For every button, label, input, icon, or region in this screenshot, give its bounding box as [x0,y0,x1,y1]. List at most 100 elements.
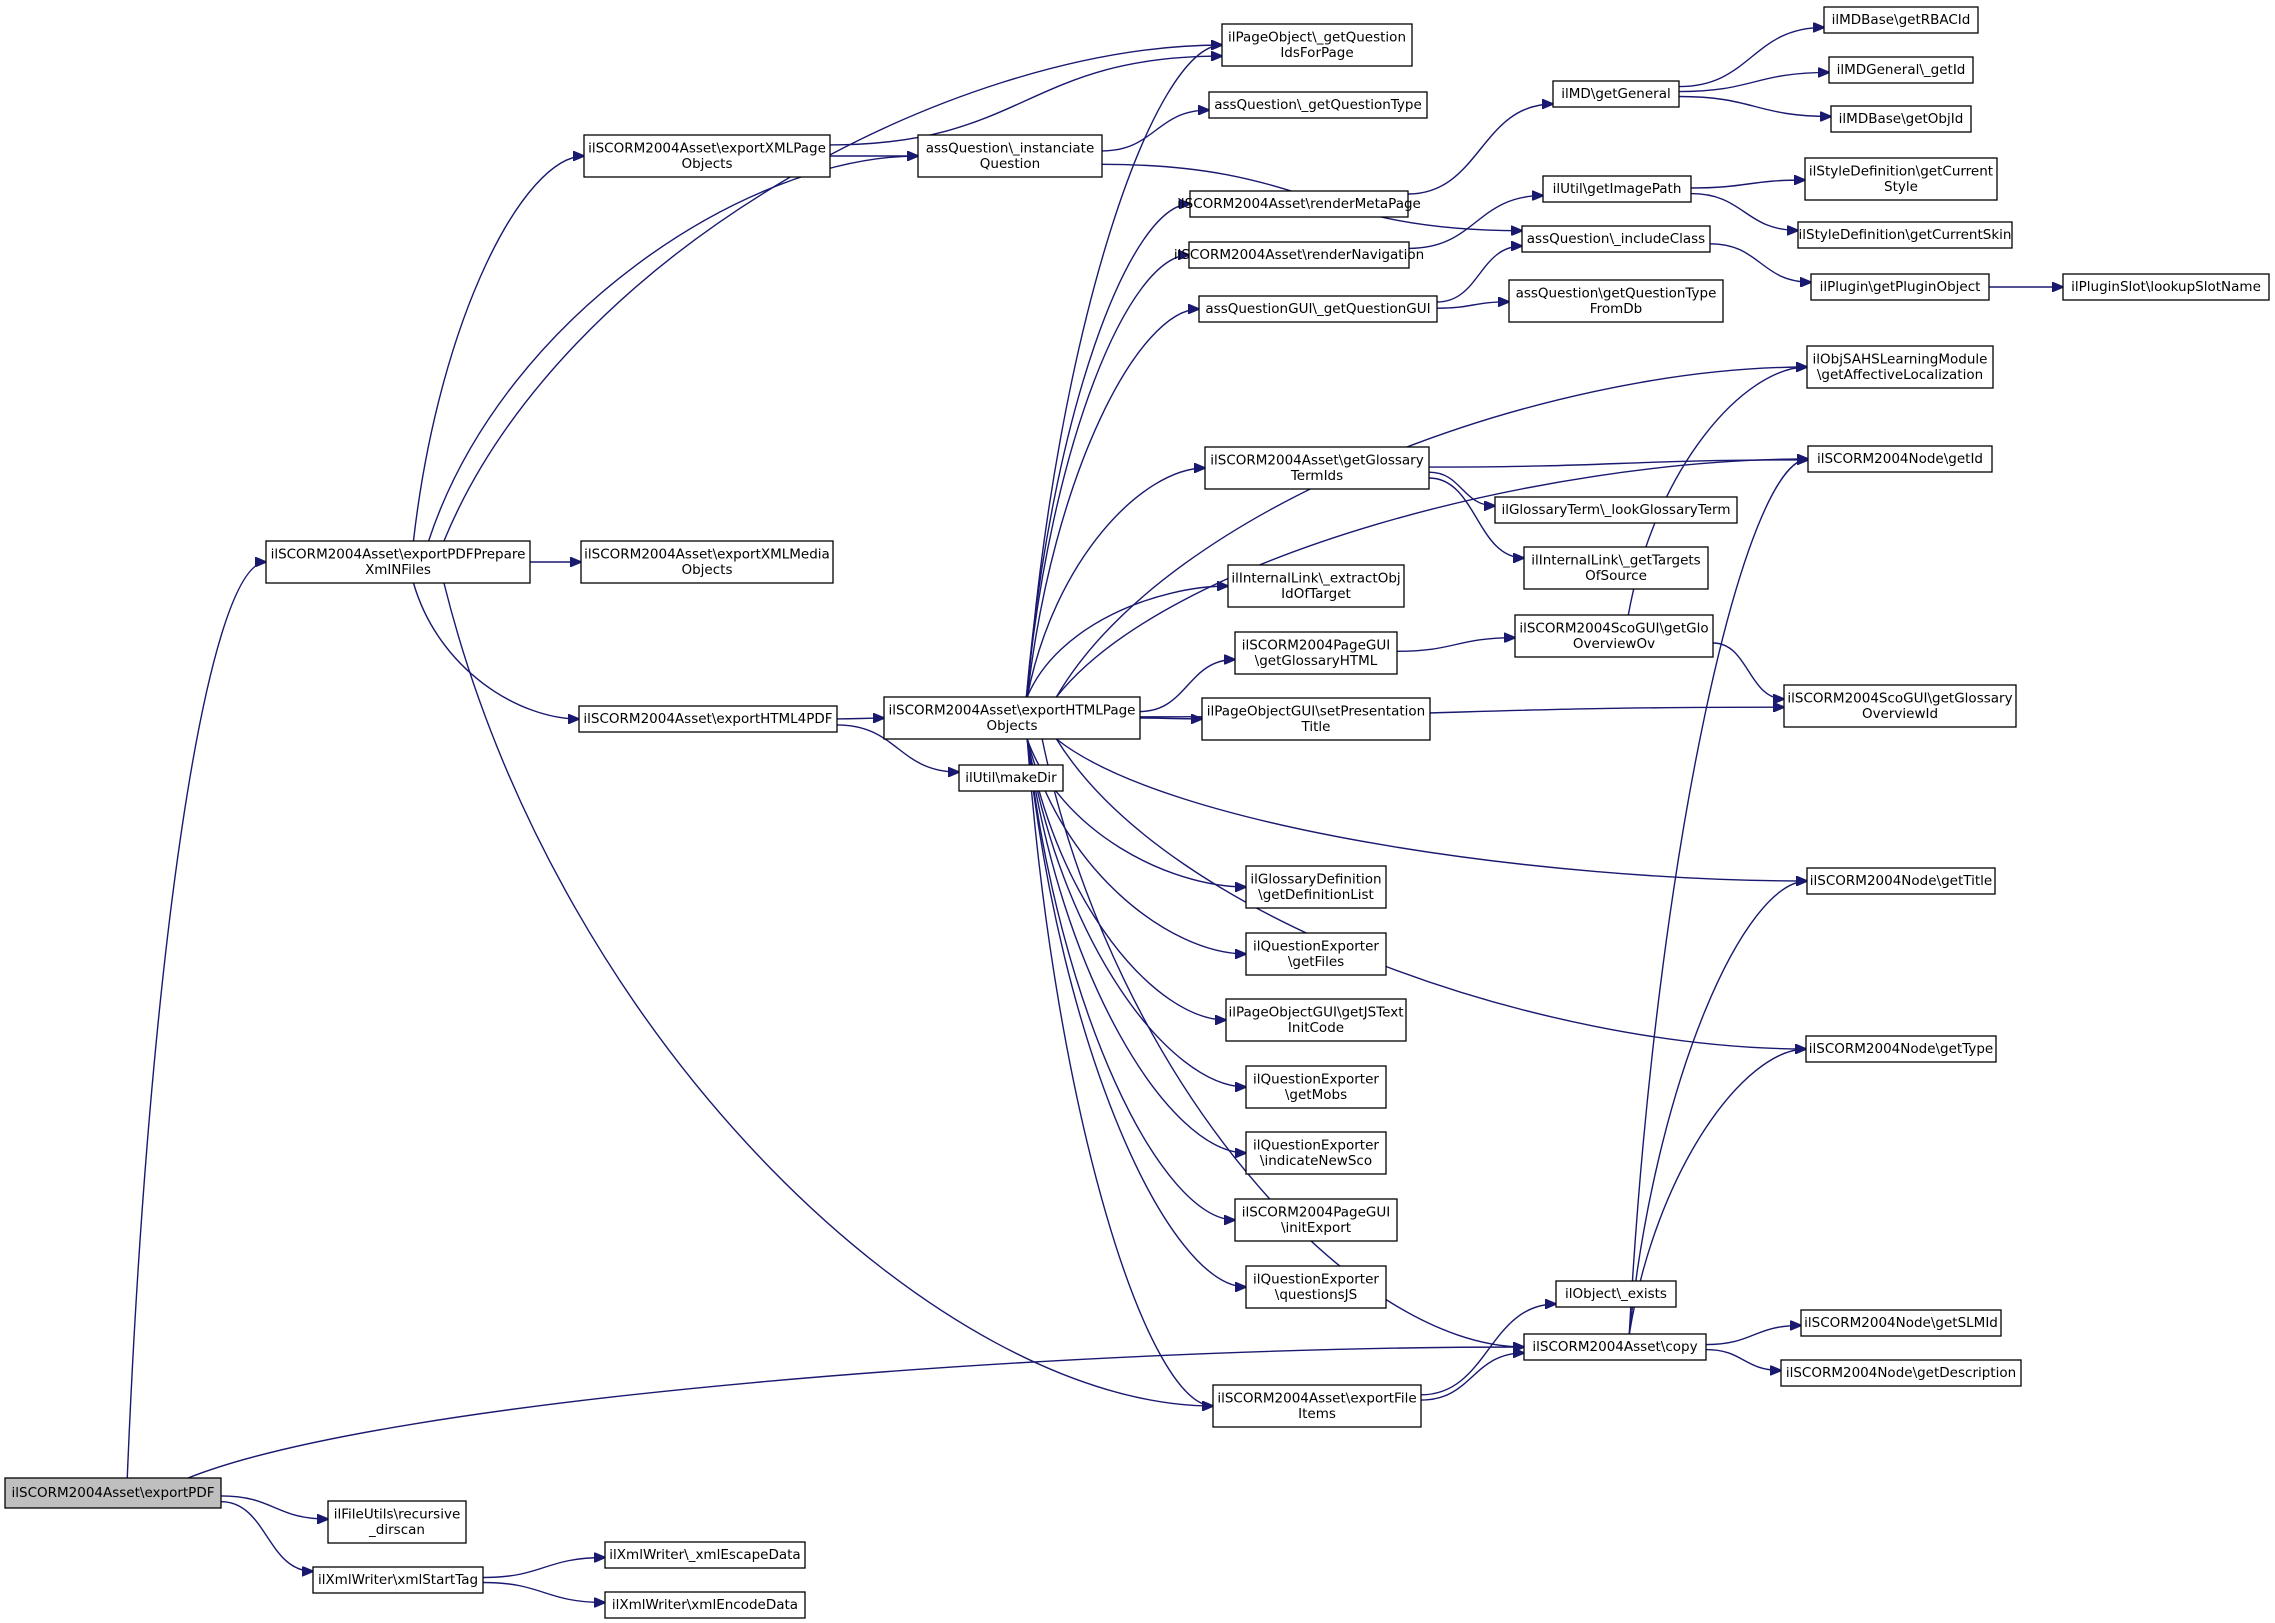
node-label: ilGlossaryTerm\_lookGlossaryTerm [1501,502,1730,518]
node-getQuestionType[interactable]: assQuestion\_getQuestionType [1208,91,1428,119]
edge-exportHTMLPageObjects-to-getJSTextInitCode [1026,738,1226,1020]
node-generalGetId[interactable]: ilMDGeneral\_getId [1828,56,1974,84]
node-lookupSlotName[interactable]: ilPluginSlot\lookupSlotName [2062,273,2270,301]
node-box [1805,1035,1997,1063]
edge-line [836,724,959,772]
node-nodeGetType[interactable]: ilSCORM2004Node\getType [1805,1035,1997,1063]
edge-line [1025,255,1189,698]
node-label: ilMD\getGeneral [1561,86,1670,102]
node-label: _dirscan [368,1522,425,1538]
edge-copy-to-nodeGetDescription [1705,1348,1781,1371]
node-copy[interactable]: ilSCORM2004Asset\copy [1523,1333,1707,1361]
node-box [312,1566,484,1594]
node-getQuestionGUI[interactable]: assQuestionGUI\_getQuestionGUI [1198,295,1438,323]
node-label: ilSCORM2004Asset\exportHTMLPage [889,702,1136,718]
node-initExport[interactable]: ilSCORM2004PageGUI\initExport [1234,1198,1398,1242]
node-box [1806,345,1994,389]
edge-line [1428,471,1495,506]
edge-exportHTMLPageObjects-to-getGlossaryHTML [1139,660,1235,713]
node-label: \indicateNewSco [1260,1153,1372,1169]
node-prepareXml[interactable]: ilSCORM2004Asset\exportPDFPrepareXmlNFil… [265,540,531,584]
node-nodeGetId[interactable]: ilSCORM2004Node\getId [1807,445,1993,473]
node-nodeGetTitle[interactable]: ilSCORM2004Node\getTitle [1806,867,1996,895]
node-getImagePath[interactable]: ilUtil\getImagePath [1542,175,1692,203]
edge-exportHTMLPageObjects-to-questionsJS [1026,738,1246,1287]
node-renderMetaPage[interactable]: ilSCORM2004Asset\renderMetaPage [1177,190,1421,218]
edge-includeClass-to-getPluginObject [1709,243,1811,282]
node-getMobs[interactable]: ilQuestionExporter\getMobs [1245,1065,1387,1109]
node-recursiveDirscan[interactable]: ilFileUtils\recursive_dirscan [327,1500,467,1544]
node-xmlEncodeData[interactable]: ilXmlWriter\xmlEncodeData [604,1591,806,1619]
node-lookGlossaryTerm[interactable]: ilGlossaryTerm\_lookGlossaryTerm [1494,496,1738,524]
node-getFiles[interactable]: ilQuestionExporter\getFiles [1245,932,1387,976]
node-label: Title [1301,719,1331,735]
node-getObjId[interactable]: ilMDBase\getObjId [1830,105,1972,133]
node-box [1188,241,1410,269]
node-renderNavigation[interactable]: ilSCORM2004Asset\renderNavigation [1174,241,1424,269]
edge-line [1026,738,1226,1020]
node-objectExists[interactable]: ilObject\_exists [1555,1280,1677,1308]
node-box [1245,1265,1387,1309]
node-label: IdsForPage [1280,45,1353,61]
edge-line [829,56,1222,146]
node-box [1828,56,1974,84]
node-label: ilSCORM2004PageGUI [1242,1204,1391,1220]
node-getAffectiveLocalization[interactable]: ilObjSAHSLearningModule\getAffectiveLoca… [1806,345,1994,389]
node-getDefinitionList[interactable]: ilGlossaryDefinition\getDefinitionList [1245,865,1387,909]
edge-exportHTMLPageObjects-to-setPresentationTitle [1139,718,1202,719]
node-box [1797,221,2013,249]
node-box [327,1500,467,1544]
node-questionsJS[interactable]: ilQuestionExporter\questionsJS [1245,1265,1387,1309]
node-xmlEscapeData[interactable]: ilXmlWriter\_xmlEscapeData [604,1541,806,1569]
node-getGeneral[interactable]: ilMD\getGeneral [1552,80,1680,108]
node-getCurrentSkin[interactable]: ilStyleDefinition\getCurrentSkin [1797,221,2013,249]
node-makeDir[interactable]: ilUtil\makeDir [958,764,1064,792]
edge-getImagePath-to-getCurrentSkin [1690,192,1798,231]
edge-line [1678,95,1831,117]
node-label: OverviewId [1862,706,1938,722]
node-exportHTML4PDF[interactable]: ilSCORM2004Asset\exportHTML4PDF [578,705,838,733]
node-box [1807,445,1993,473]
node-indicateNewSco[interactable]: ilQuestionExporter\indicateNewSco [1245,1131,1387,1175]
edge-line [443,582,1213,1406]
node-getPluginObject[interactable]: ilPlugin\getPluginObject [1810,273,1990,301]
node-label: ilSCORM2004Node\getId [1817,451,1983,467]
node-box [578,705,838,733]
edge-exportFileItems-to-copy [1420,1353,1524,1401]
node-label: assQuestion\_getQuestionType [1214,97,1422,113]
node-box [1227,564,1405,608]
node-xmlStartTag[interactable]: ilXmlWriter\xmlStartTag [312,1566,484,1594]
node-box [1804,157,1998,201]
edge-exportHTMLPageObjects-to-getGlossaryTermIds [1026,468,1205,698]
node-exportPDF[interactable]: ilSCORM2004Asset\exportPDF [4,1477,222,1509]
node-getGlossaryHTML[interactable]: ilSCORM2004PageGUI\getGlossaryHTML [1234,631,1398,675]
node-getRBACId[interactable]: ilMDBase\getRBACId [1823,6,1979,34]
node-box [1201,697,1431,741]
node-nodeGetDescription[interactable]: ilSCORM2004Node\getDescription [1780,1359,2022,1387]
node-includeClass[interactable]: assQuestion\_includeClass [1521,225,1711,253]
node-box [1212,1384,1422,1428]
edge-line [1026,309,1199,698]
node-label: ilMDBase\getObjId [1839,111,1964,127]
edge-line [1026,468,1205,698]
node-box [265,540,531,584]
node-box [1523,546,1709,590]
node-box [1800,1309,2002,1337]
node-label: ilPlugin\getPluginObject [1820,279,1981,295]
node-nodeGetSLMId[interactable]: ilSCORM2004Node\getSLMId [1800,1309,2002,1337]
